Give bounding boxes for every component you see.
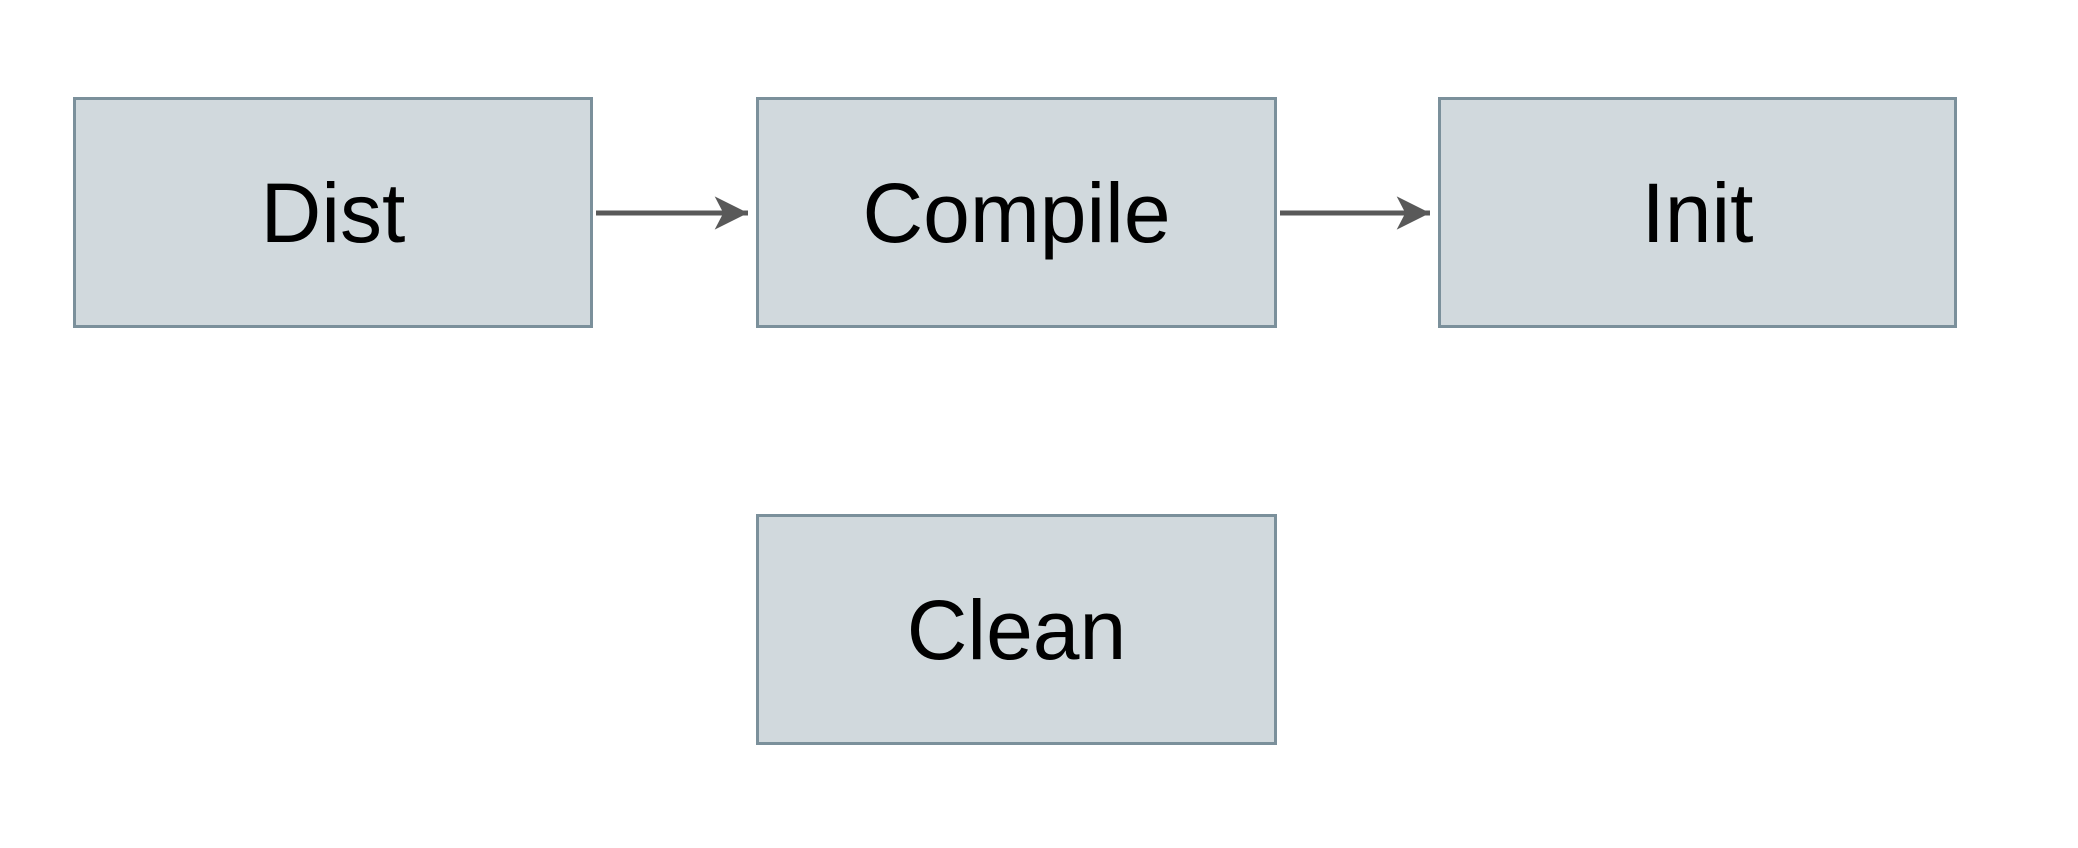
node-compile[interactable]: Compile	[756, 97, 1277, 328]
node-clean-label: Clean	[906, 582, 1127, 677]
node-dist[interactable]: Dist	[73, 97, 593, 328]
node-clean[interactable]: Clean	[756, 514, 1277, 745]
node-init-label: Init	[1641, 165, 1754, 260]
node-dist-label: Dist	[260, 165, 406, 260]
node-compile-label: Compile	[862, 165, 1171, 260]
node-init[interactable]: Init	[1438, 97, 1957, 328]
